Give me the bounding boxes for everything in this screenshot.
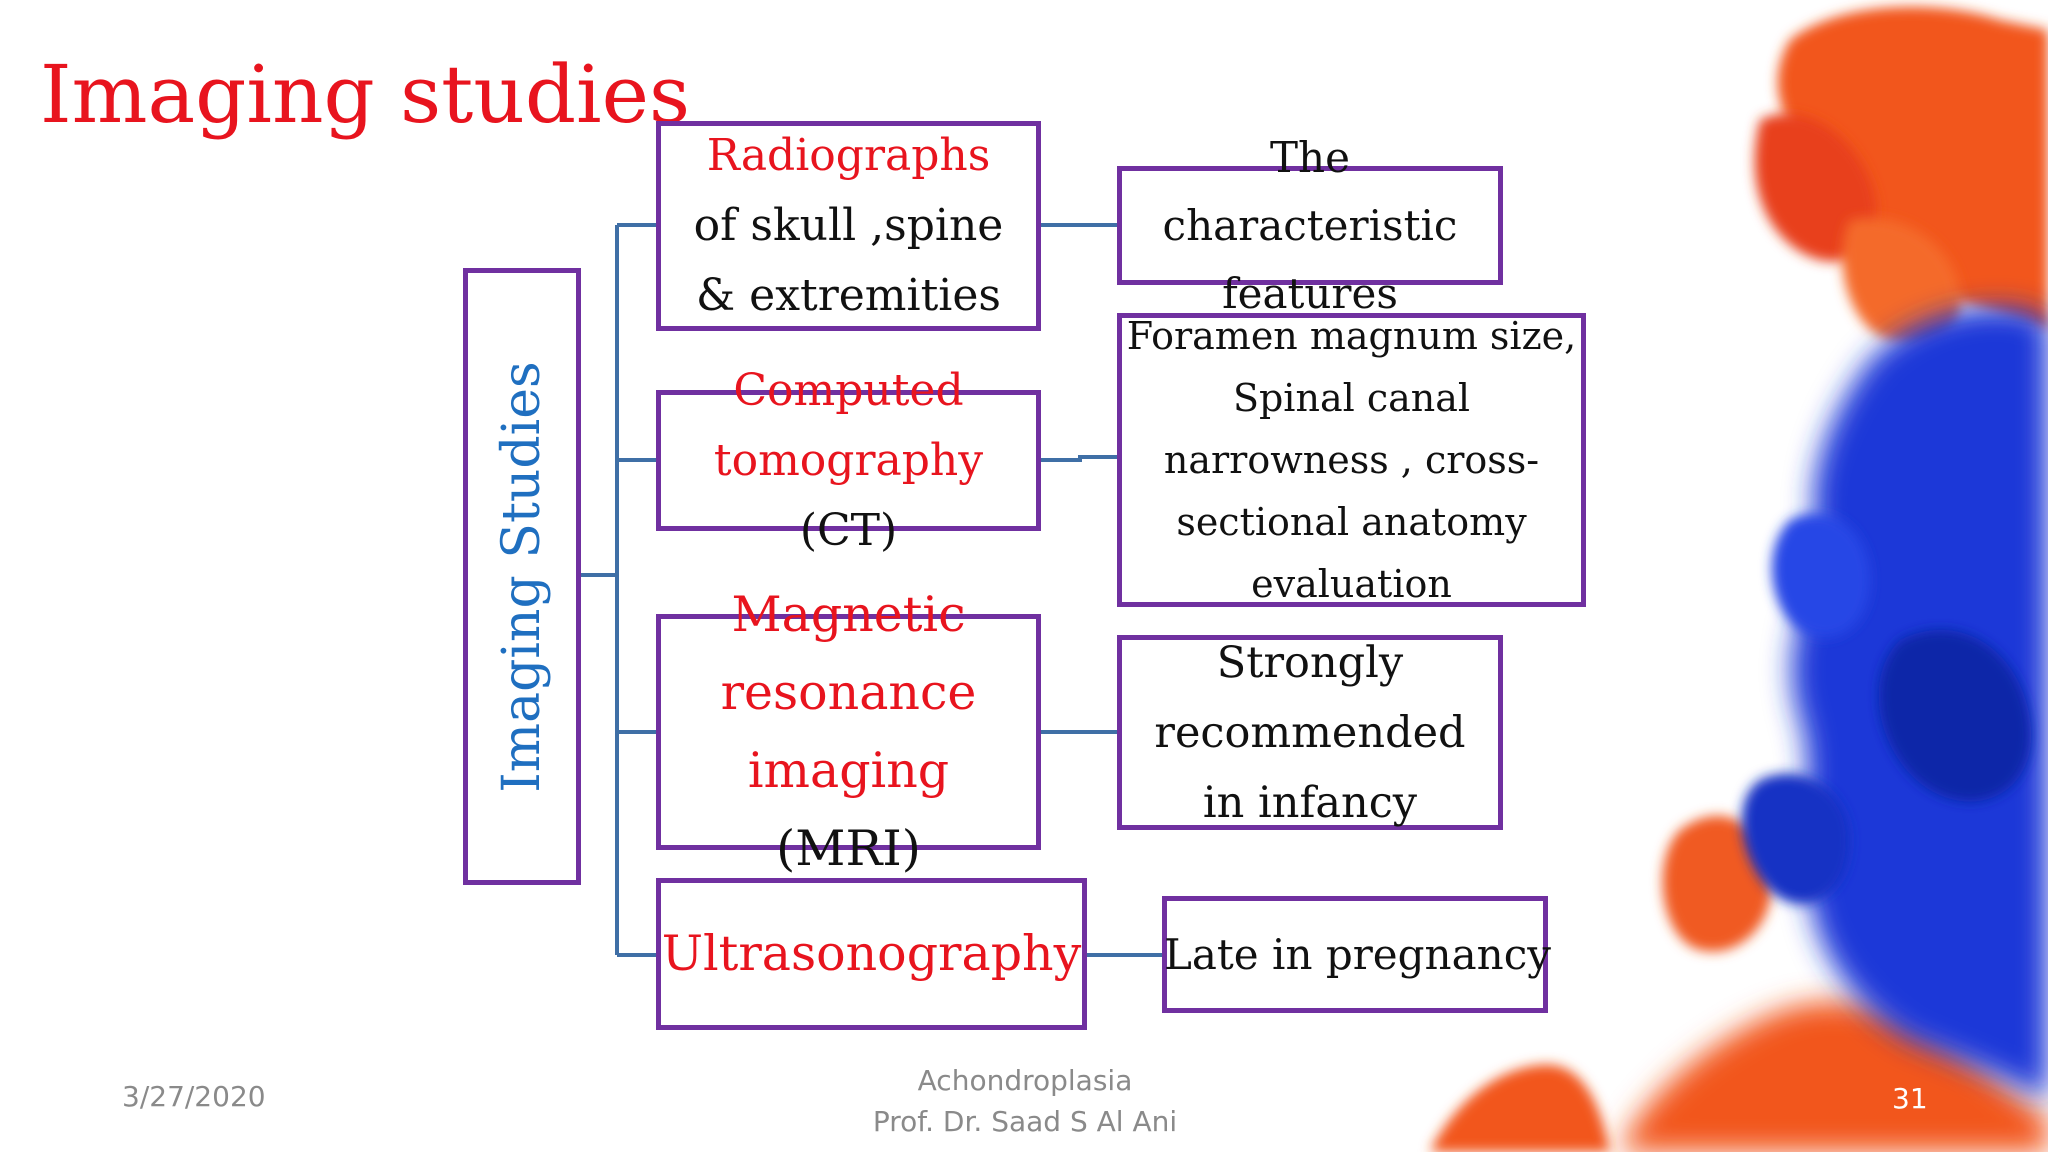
finding-text: Foramen magnum size, Spinal canal narrow… [1126, 314, 1577, 606]
method-detail: (CT) [799, 504, 898, 556]
imaging-studies-root-label: Imaging Studies [492, 360, 552, 793]
footer-author: Prof. Dr. Saad S Al Ani [872, 1105, 1178, 1138]
finding-text: Strongly recommended in infancy [1154, 637, 1466, 828]
method-box-radiographs: Radiographs of skull ,spine & extremitie… [656, 121, 1041, 331]
finding-text: The characteristic features [1162, 132, 1458, 318]
blue-ink [1741, 308, 2048, 1101]
method-name: Computed tomography [713, 364, 984, 486]
footer-center: Achondroplasia Prof. Dr. Saad S Al Ani [820, 1060, 1230, 1142]
method-detail: of skull ,spine & extremities [693, 200, 1004, 321]
finding-text: Late in pregnancy [1164, 929, 1551, 979]
finding-box-ultrasonography: Late in pregnancy [1162, 896, 1551, 1013]
footer-topic: Achondroplasia [917, 1064, 1133, 1097]
method-name: Magnetic resonance imaging [720, 586, 977, 799]
finding-box-radiographs: The characteristic features [1117, 133, 1503, 318]
footer-date: 3/27/2020 [122, 1080, 266, 1113]
method-name: Ultrasonography [661, 925, 1082, 982]
method-box-ultrasonography: Ultrasonography [656, 878, 1087, 1030]
link-ct-finding [1041, 455, 1117, 462]
slide-number: 31 [1892, 1082, 1928, 1115]
imaging-studies-root-box: Imaging Studies [463, 268, 581, 885]
method-detail: (MRI) [776, 820, 921, 877]
finding-box-mri: Strongly recommended in infancy [1117, 635, 1503, 830]
method-box-ct: Computed tomography (CT) [656, 365, 1041, 556]
slide-title: Imaging studies [40, 48, 691, 141]
finding-box-ct: Foramen magnum size, Spinal canal narrow… [1117, 313, 1586, 607]
method-name: Radiographs [706, 130, 991, 181]
method-box-mri: Magnetic resonance imaging (MRI) [656, 586, 1041, 877]
